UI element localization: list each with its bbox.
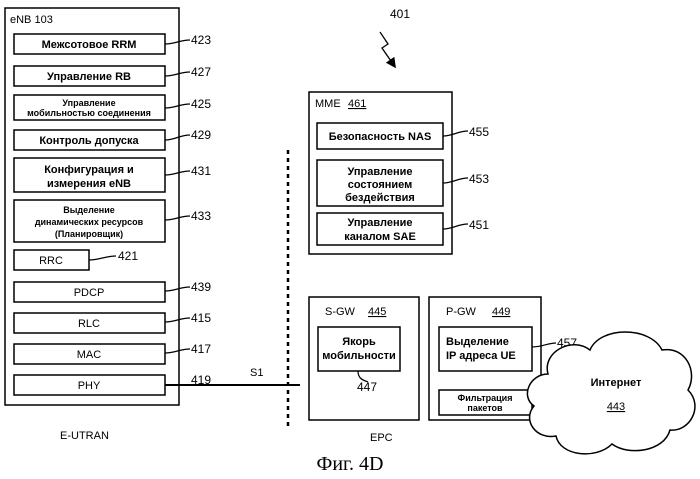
idle-state-label-line1: Управление (347, 166, 412, 178)
inter-cell-rrm-leader (165, 40, 190, 44)
rb-control-ref: 427 (191, 65, 211, 79)
sae-bearer-ref: 451 (469, 218, 489, 232)
internet-cloud (527, 332, 695, 454)
sae-bearer-label-line2: каналом SAE (344, 231, 416, 243)
mobility-anchor-label-line1: Якорь (342, 336, 376, 348)
scheduler-leader (165, 216, 190, 220)
figure-caption: Фиг. 4D (317, 453, 384, 475)
rlc-label: RLC (78, 318, 100, 330)
rrc-leader (89, 256, 116, 260)
mac-ref: 417 (191, 342, 211, 356)
ue-ip-allocation-leader (532, 343, 556, 347)
idle-state-ref: 453 (469, 172, 489, 186)
mobility-anchor-label-line2: мобильности (322, 350, 396, 362)
figure-reference-arrow (380, 32, 393, 64)
inter-cell-rrm-label: Межсотовое RRM (42, 39, 137, 51)
sae-bearer-label-line1: Управление (347, 217, 412, 229)
rlc-ref: 415 (191, 311, 211, 325)
phy-label: PHY (78, 380, 101, 392)
mobility-anchor-ref: 447 (357, 380, 377, 394)
connection-mobility-label-line1: Управление (62, 98, 115, 108)
connection-mobility-ref: 425 (191, 97, 211, 111)
enb-config-leader (165, 171, 190, 175)
scheduler-label-line1: Выделение (63, 205, 114, 215)
pdcp-leader (165, 287, 190, 291)
sgw-title: S-GW (325, 306, 356, 318)
enb-node: eNB 103 Межсотовое RRM 423 Управление RB… (5, 8, 211, 442)
idle-state-leader (443, 178, 468, 183)
internet-label: Интернет (591, 377, 642, 389)
nas-security-leader (443, 131, 468, 136)
figure-reference: 401 (380, 7, 410, 64)
sgw-title-ref: 445 (368, 306, 386, 318)
admission-control-ref: 429 (191, 128, 211, 142)
mac-label: MAC (77, 349, 102, 361)
internet-ref: 443 (607, 401, 625, 413)
s1-label: S1 (250, 367, 263, 379)
mobility-anchor-box (318, 327, 400, 371)
mac-leader (165, 349, 190, 353)
nas-security-label: Безопасность NAS (329, 131, 432, 143)
enb-config-ref: 431 (191, 164, 211, 178)
enb-config-label-line1: Конфигурация и (44, 164, 134, 176)
mme-title: MME (315, 98, 341, 110)
internet-node: Интернет 443 (527, 332, 695, 454)
pdcp-ref: 439 (191, 280, 211, 294)
pgw-title: P-GW (446, 306, 477, 318)
mme-node: MME 461 Безопасность NAS 455 Управление … (309, 92, 489, 254)
ue-ip-allocation-label-line2: IP адреса UE (446, 350, 516, 362)
admission-control-leader (165, 135, 190, 140)
admission-control-label: Контроль допуска (39, 135, 139, 147)
enb-footer: E-UTRAN (60, 430, 109, 442)
connection-mobility-label-line2: мобильностью соединения (27, 108, 151, 118)
inter-cell-rrm-ref: 423 (191, 33, 211, 47)
figure-number: 401 (390, 7, 410, 21)
mme-title-ref: 461 (348, 98, 366, 110)
idle-state-label-line3: бездействия (345, 192, 415, 204)
rb-control-leader (165, 72, 190, 76)
epc-footer: EPC (370, 432, 393, 444)
rrc-label: RRC (39, 255, 63, 267)
packet-filtering-label-line1: Фильтрация (458, 393, 513, 403)
idle-state-label-line2: состоянием (348, 179, 413, 191)
packet-filtering-label-line2: пакетов (467, 403, 503, 413)
pdcp-label: PDCP (74, 287, 105, 299)
enb-config-label-line2: измерения eNB (47, 178, 131, 190)
sae-bearer-leader (443, 224, 468, 229)
ue-ip-allocation-box (439, 327, 532, 371)
pgw-title-ref: 449 (492, 306, 510, 318)
nas-security-ref: 455 (469, 125, 489, 139)
scheduler-ref: 433 (191, 209, 211, 223)
rlc-leader (165, 318, 190, 322)
rrc-ref: 421 (118, 249, 138, 263)
connection-mobility-leader (165, 104, 190, 108)
rb-control-label: Управление RB (47, 71, 131, 83)
sgw-node: S-GW 445 Якорь мобильности 447 (309, 297, 419, 420)
scheduler-label-line3: (Планировщик) (55, 229, 123, 239)
enb-title: eNB 103 (10, 14, 53, 26)
ue-ip-allocation-label-line1: Выделение (446, 336, 509, 348)
scheduler-label-line2: динамических ресурсов (35, 217, 144, 227)
